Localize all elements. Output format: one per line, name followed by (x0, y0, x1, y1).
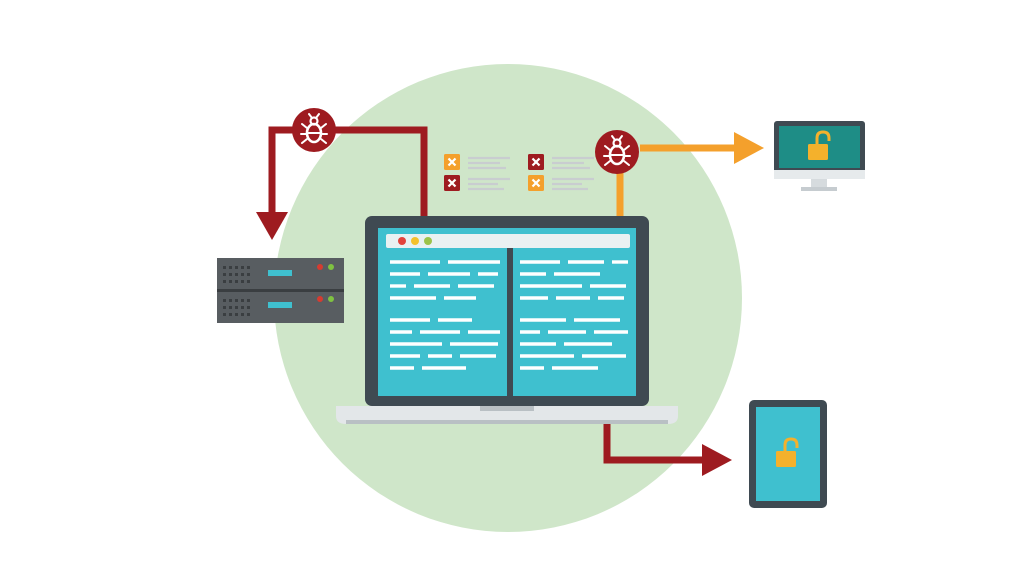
red-connector-to-tablet (603, 424, 732, 476)
code-lines-left (390, 260, 500, 370)
code-lines-right (520, 260, 628, 370)
window-close-dot (398, 237, 406, 245)
blocked-checklist (444, 154, 594, 191)
window-titlebar (386, 234, 630, 248)
close-icon (444, 175, 460, 191)
arrowhead-right-icon (734, 132, 764, 164)
laptop-base (336, 406, 678, 424)
unlocked-padlock-icon (808, 130, 831, 160)
red-connector-to-server (256, 126, 428, 240)
orange-connector-to-monitor (616, 132, 764, 216)
checklist-lines (468, 156, 594, 191)
unlocked-padlock-icon (776, 437, 799, 467)
laptop (336, 216, 678, 424)
arrowhead-down-icon (256, 212, 288, 240)
close-icon (528, 154, 544, 170)
status-led (317, 264, 323, 270)
window-zoom-dot (424, 237, 432, 245)
tablet (749, 400, 827, 508)
laptop-notch (480, 406, 534, 411)
pane-divider (507, 248, 513, 396)
status-led (328, 296, 334, 302)
laptop-base-shadow (346, 420, 668, 424)
desktop-monitor (774, 121, 865, 191)
status-led (317, 296, 323, 302)
bug-icon (292, 108, 336, 152)
close-icon (528, 175, 544, 191)
server-rack (217, 258, 344, 323)
status-led (328, 264, 334, 270)
arrowhead-right-icon (702, 444, 732, 476)
bug-icon (595, 130, 639, 174)
vent-holes (223, 266, 250, 316)
window-minimize-dot (411, 237, 419, 245)
close-icon (444, 154, 460, 170)
